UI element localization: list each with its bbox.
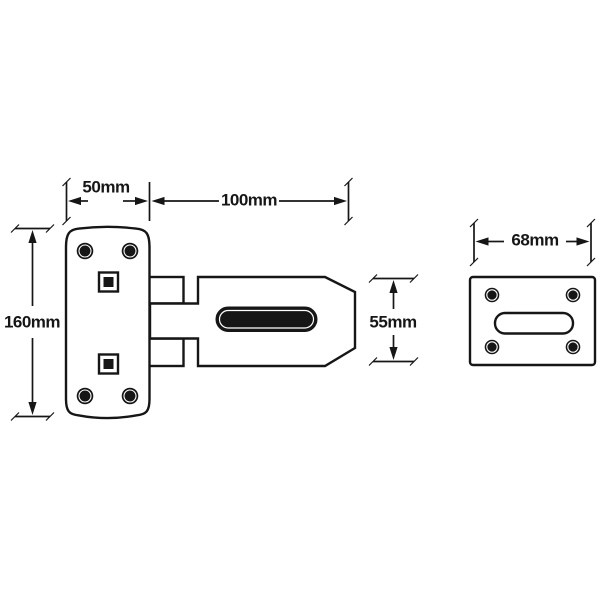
hasp-arm-slot xyxy=(215,306,318,332)
dimension-label-hasp-arm-height: 55mm xyxy=(367,312,419,332)
staple-screw-hole-edges xyxy=(486,289,579,353)
extension-tick xyxy=(10,224,20,233)
square-hole-center xyxy=(103,277,114,287)
arrowhead-right xyxy=(135,196,148,206)
dim-hasp-plate-height xyxy=(10,224,55,421)
dimension-label-hasp-plate-width: 50mm xyxy=(82,177,130,197)
extension-tick xyxy=(62,177,71,187)
hinge-knuckle-bottom xyxy=(147,337,185,368)
square-holes xyxy=(97,271,120,375)
dimension-label-hasp-arm-length: 100mm xyxy=(218,190,280,210)
arrowhead-right xyxy=(576,237,590,246)
hasp-plate xyxy=(64,225,151,420)
extension-tick xyxy=(409,274,419,283)
staple-slot xyxy=(493,311,575,335)
dim-hasp-plate-width xyxy=(62,177,151,226)
extension-tick xyxy=(344,177,353,187)
arrowhead-left xyxy=(475,237,489,246)
hasp-front-view xyxy=(64,225,357,420)
extension-tick xyxy=(45,224,55,233)
dim-staple-plate-width xyxy=(469,218,596,267)
dim-hasp-arm-height xyxy=(368,274,419,366)
arrowhead-down xyxy=(389,347,398,360)
extension-tick xyxy=(344,216,353,226)
arrowhead-up xyxy=(389,280,398,293)
square-hole-center xyxy=(103,359,114,369)
hinge-knuckle-top xyxy=(147,275,185,305)
staple-front-view xyxy=(468,275,597,367)
arrowhead-up xyxy=(28,230,37,243)
extension-tick xyxy=(586,257,596,267)
dimension-linework xyxy=(10,177,596,421)
extension-tick xyxy=(469,218,479,228)
dim-hasp-arm-length xyxy=(151,177,353,226)
extension-tick xyxy=(469,257,479,267)
arrowhead-right xyxy=(334,196,347,206)
extension-tick xyxy=(586,218,596,228)
arrowhead-left xyxy=(151,196,165,206)
dimension-label-hasp-plate-height: 160mm xyxy=(1,312,63,332)
extension-tick xyxy=(368,357,378,366)
dimension-label-staple-plate-width: 68mm xyxy=(509,230,561,250)
extension-tick xyxy=(45,412,55,421)
extension-tick xyxy=(368,274,378,283)
hasp-screw-hole-edges xyxy=(78,244,137,403)
extension-tick xyxy=(10,412,20,421)
arrowhead-down xyxy=(28,402,37,415)
hasp-arm-slot-inner-edge xyxy=(218,309,315,329)
extension-tick xyxy=(409,357,419,366)
arrowhead-left xyxy=(68,196,81,206)
extension-tick xyxy=(62,216,71,226)
